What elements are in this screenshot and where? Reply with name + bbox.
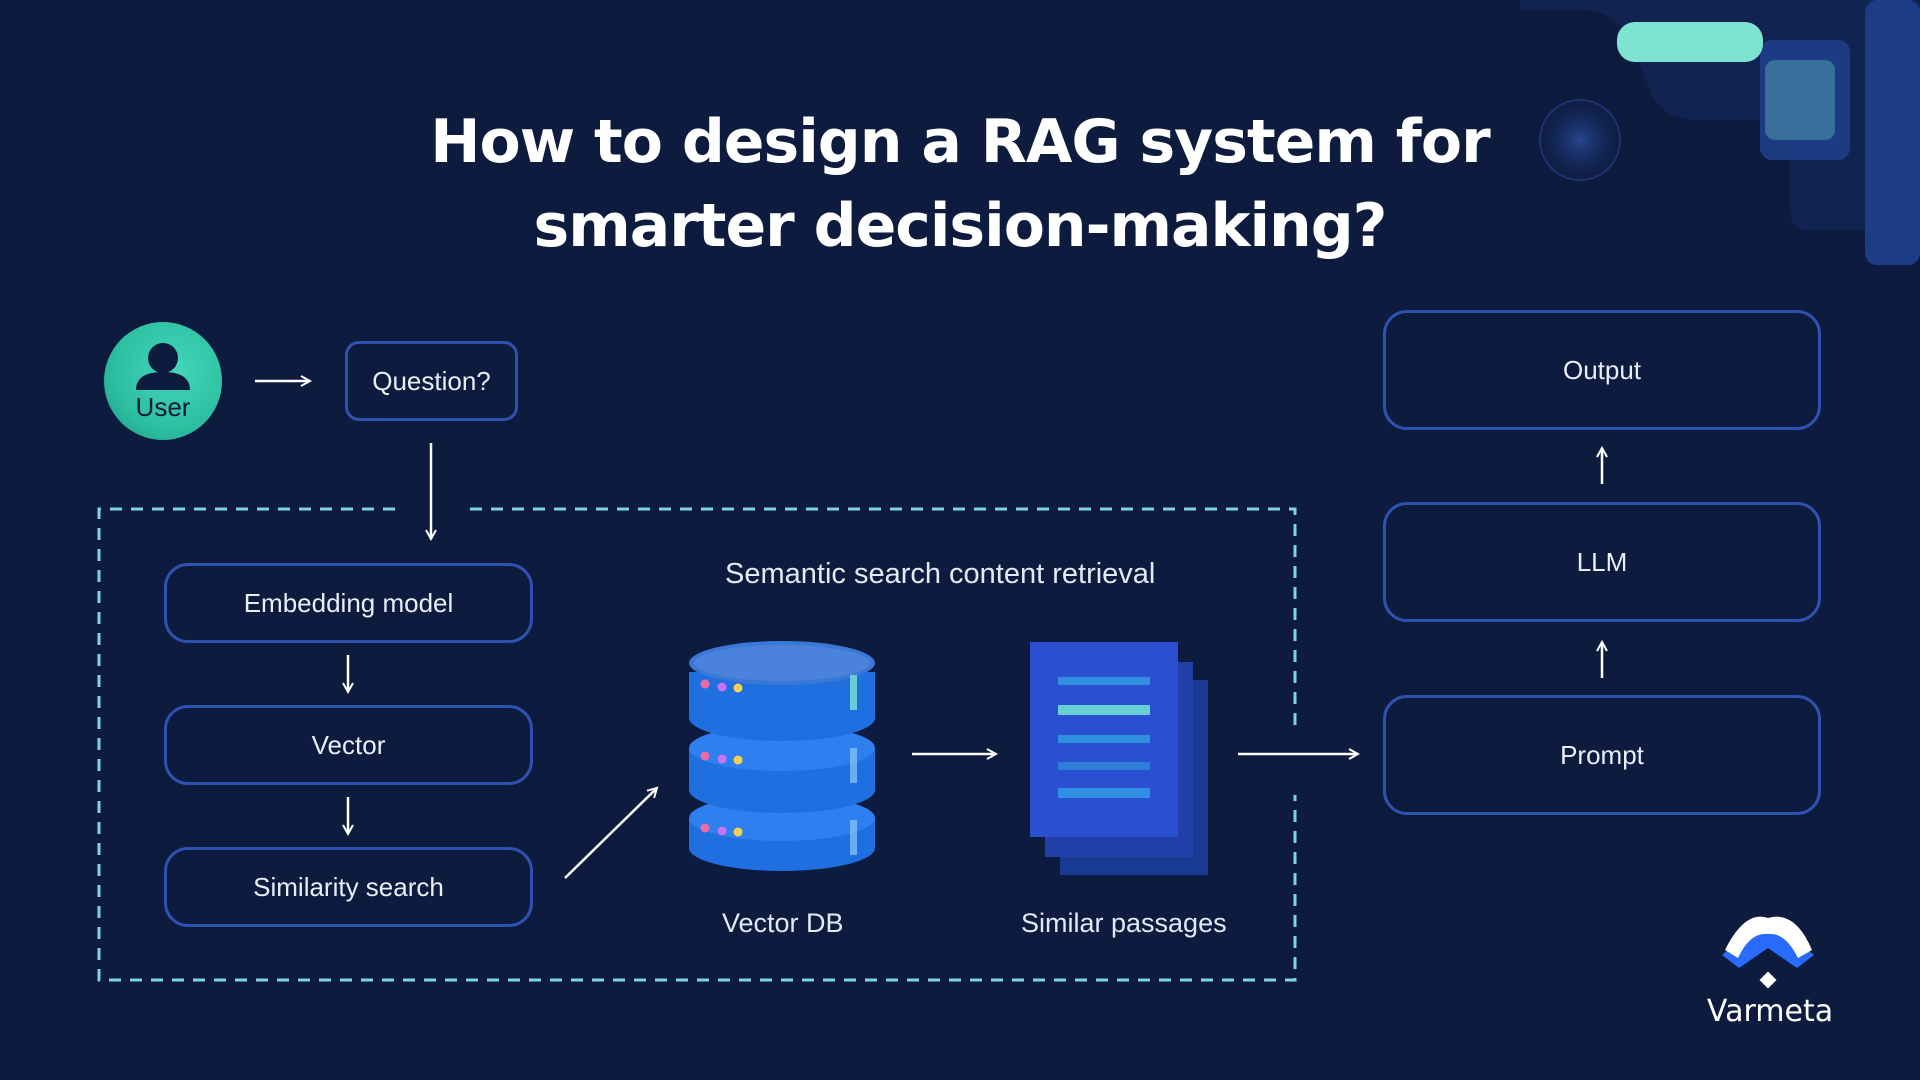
- prompt-label: Prompt: [1560, 739, 1644, 770]
- decor-circle: [1539, 99, 1621, 181]
- similarity-search-label: Similarity search: [253, 871, 444, 902]
- page-title: How to design a RAG system for smarter d…: [0, 100, 1920, 268]
- output-box[interactable]: Output: [1383, 310, 1821, 430]
- retrieval-region-border: [97, 507, 1297, 982]
- question-box[interactable]: Question?: [345, 341, 518, 421]
- decor-block-mid: [1760, 40, 1850, 160]
- user-icon: [136, 343, 190, 390]
- prompt-box[interactable]: Prompt: [1383, 695, 1821, 815]
- arrow-similarity-to-db: [564, 788, 657, 879]
- embedding-model-box[interactable]: Embedding model: [164, 563, 533, 643]
- vector-box[interactable]: Vector: [164, 705, 533, 785]
- title-line-1: How to design a RAG system for: [430, 107, 1490, 177]
- title-line-2: smarter decision-making?: [533, 191, 1387, 261]
- similar-passages-label: Similar passages: [1021, 908, 1227, 938]
- brand-name: Varmeta: [1706, 994, 1834, 1029]
- embedding-model-label: Embedding model: [243, 587, 454, 618]
- vector-label: Vector: [311, 729, 386, 760]
- output-label: Output: [1562, 354, 1642, 385]
- llm-label: LLM: [1576, 546, 1628, 577]
- section-label: Semantic search content retrieval: [725, 558, 1156, 590]
- llm-box[interactable]: LLM: [1383, 502, 1821, 622]
- decor-bar-teal: [1617, 22, 1763, 62]
- similarity-search-box[interactable]: Similarity search: [164, 847, 533, 927]
- vector-db-label: Vector DB: [722, 908, 844, 938]
- user-label: User: [135, 392, 191, 422]
- user-avatar[interactable]: User: [104, 322, 222, 440]
- varmeta-logo-icon: [1722, 916, 1814, 989]
- documents-icon: [1030, 642, 1208, 875]
- database-icon: [689, 641, 875, 871]
- decor-speckle: [1765, 60, 1835, 140]
- decor-block-blue: [1865, 0, 1920, 265]
- question-label: Question?: [372, 365, 491, 396]
